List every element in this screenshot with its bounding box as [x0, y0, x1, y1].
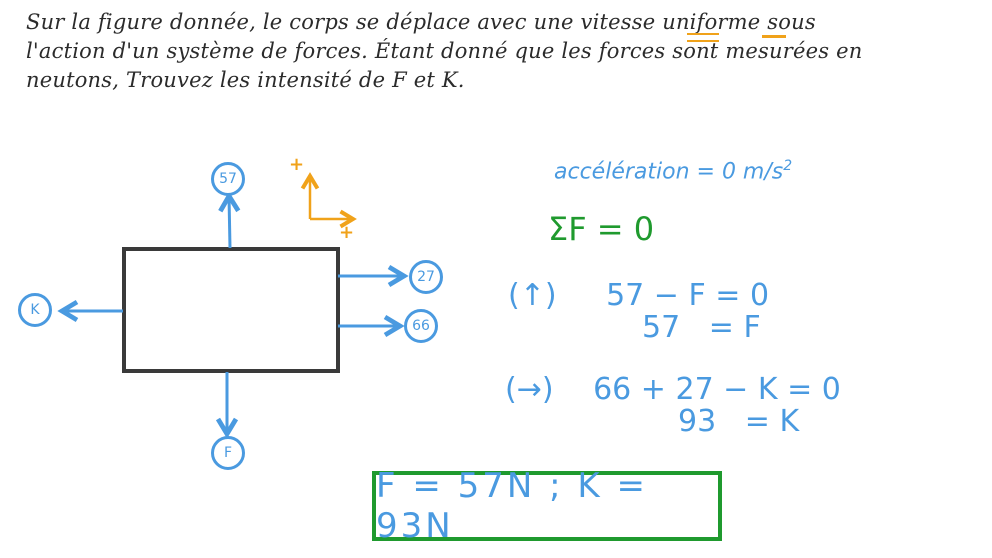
final-answer-text: F = 57N ; K = 93N: [376, 466, 649, 546]
acceleration-statement: accélération = 0 m/s2: [554, 158, 792, 184]
vertical-eq1-text: 57 − F = 0: [606, 278, 770, 313]
problem-statement: Sur la figure donnée, le corps se déplac…: [26, 8, 966, 95]
vertical-equation-1: (↑) 57 − F = 0: [508, 278, 769, 313]
horizontal-eq1-text: 66 + 27 − K = 0: [593, 372, 841, 407]
horizontal-equation-2: 93 = K: [678, 404, 800, 439]
body-box: [122, 247, 340, 373]
acceleration-exponent: 2: [783, 158, 793, 174]
sum-forces-equation: ΣF = 0: [548, 210, 655, 248]
force-57-arrow: [218, 191, 241, 249]
axis-y-plus-sign: +: [289, 154, 305, 175]
final-answer-box: F = 57N ; K = 93N: [372, 466, 722, 546]
problem-line-2: l'action d'un système de forces. Étant d…: [26, 39, 863, 63]
force-label-f: F: [211, 436, 245, 470]
problem-line-3: neutons, Trouvez les intensité de F et K…: [26, 68, 465, 92]
force-label-57: 57: [211, 162, 245, 196]
horizontal-equation-1: (→) 66 + 27 − K = 0: [505, 372, 841, 407]
vertical-direction-label: (↑): [508, 278, 557, 313]
acceleration-text: accélération = 0 m/s: [554, 159, 784, 185]
force-label-27: 27: [409, 260, 443, 294]
force-label-k: K: [18, 293, 52, 327]
highlight-vitesse: [687, 33, 719, 42]
highlight-uniforme: [762, 35, 786, 38]
problem-line-1: Sur la figure donnée, le corps se déplac…: [26, 8, 966, 37]
problem-line-1-text: Sur la figure donnée, le corps se déplac…: [26, 10, 816, 34]
horizontal-direction-label: (→): [505, 372, 554, 407]
axis-x-plus-sign: +: [339, 222, 355, 243]
force-label-66: 66: [404, 309, 438, 343]
vertical-equation-2: 57 = F: [642, 310, 761, 345]
